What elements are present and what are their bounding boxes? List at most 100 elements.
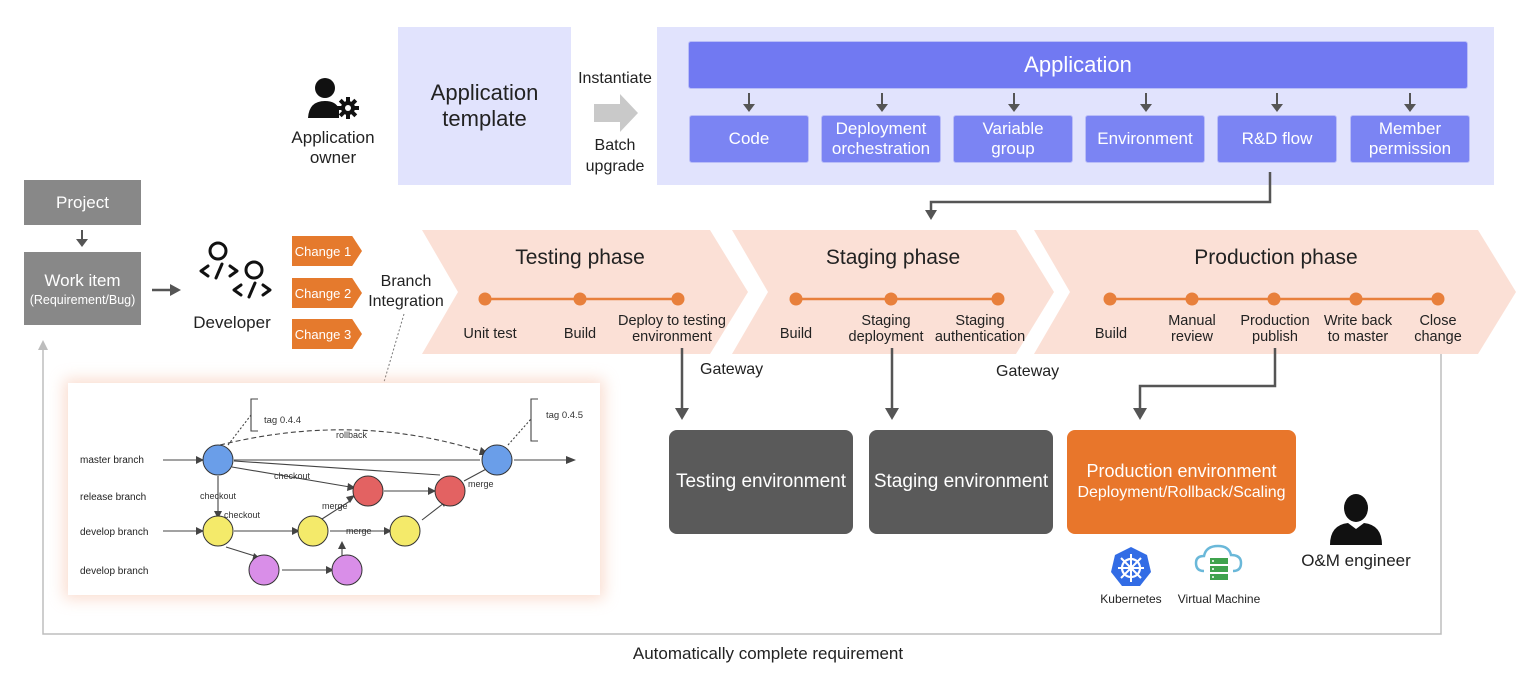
branch-integration-label: Branch Integration bbox=[366, 270, 446, 314]
step-unit-test[interactable]: Unit test bbox=[445, 317, 535, 351]
master-in-arrowhead bbox=[196, 456, 204, 464]
step-deploy-testing[interactable]: Deploy to testing environment bbox=[612, 312, 732, 346]
step-label-line1: Build bbox=[779, 326, 813, 342]
app-item-deployment-orchestration[interactable]: Deployment orchestration bbox=[821, 115, 941, 163]
step-label-line2: publish bbox=[1252, 329, 1298, 345]
work-item-box[interactable]: Work item (Requirement/Bug) bbox=[24, 252, 141, 325]
app-item-rd-flow[interactable]: R&D flow bbox=[1217, 115, 1337, 163]
branch-label-develop-2: develop branch bbox=[80, 566, 148, 577]
batch-line2: upgrade bbox=[585, 158, 645, 175]
step-testing-build[interactable]: Build bbox=[540, 317, 620, 351]
gateway-label-2: Gateway bbox=[996, 363, 1060, 380]
master-arrowhead bbox=[566, 456, 576, 464]
testing-step-dot bbox=[573, 292, 587, 306]
step-production-build[interactable]: Build bbox=[1075, 317, 1147, 351]
app-owner-icon bbox=[306, 76, 362, 122]
production-phase-band bbox=[1034, 230, 1516, 354]
step-label-line2: review bbox=[1171, 329, 1213, 345]
release-commit-node bbox=[352, 475, 384, 507]
step-label-line1: Write back bbox=[1323, 313, 1393, 329]
production-step-dot bbox=[1267, 292, 1281, 306]
staging-phase-title: Staging phase bbox=[825, 246, 961, 269]
branch-label-release: release branch bbox=[80, 492, 146, 503]
change-1-arrow[interactable]: Change 1 bbox=[292, 236, 362, 266]
branch-label-master: master branch bbox=[80, 455, 144, 466]
step-label-line1: Production bbox=[1240, 313, 1310, 329]
step-label-line1: Build bbox=[563, 326, 597, 342]
release-arrowhead bbox=[428, 487, 436, 495]
developer-icon bbox=[194, 240, 274, 304]
checkout-label-3: checkout bbox=[224, 510, 261, 520]
app-item-variable-line2: group bbox=[991, 139, 1035, 158]
app-item-environment-label: Environment bbox=[1097, 129, 1193, 148]
master-commit-node bbox=[202, 444, 234, 476]
change-1-label: Change 1 bbox=[294, 243, 352, 259]
step-write-back-master[interactable]: Write back to master bbox=[1316, 312, 1400, 346]
merge-label-1: merge bbox=[322, 501, 348, 511]
app-item-member-permission[interactable]: Member permission bbox=[1350, 115, 1470, 163]
om-engineer-label: O&M engineer bbox=[1301, 551, 1411, 570]
app-item-deployment-line2: orchestration bbox=[831, 139, 931, 158]
app-item-variable-group[interactable]: Variable group bbox=[953, 115, 1073, 163]
develop-commit-node-3 bbox=[389, 515, 421, 547]
environment-arrows bbox=[675, 348, 1277, 420]
step-label-line1: Deploy to testing bbox=[617, 313, 726, 329]
change-3-arrow[interactable]: Change 3 bbox=[292, 319, 362, 349]
staging-environment-box[interactable]: Staging environment bbox=[869, 430, 1053, 534]
production-environment-box[interactable]: Production environment Deployment/Rollba… bbox=[1067, 430, 1296, 534]
production-step-dot bbox=[1431, 292, 1445, 306]
work-item-title: Work item bbox=[44, 270, 121, 290]
production-phase-title: Production phase bbox=[1194, 246, 1358, 269]
app-item-code[interactable]: Code bbox=[689, 115, 809, 163]
merge-label-3: merge bbox=[468, 479, 494, 489]
checkout-label-2: checkout bbox=[200, 491, 237, 501]
step-label-line1: Close bbox=[1419, 313, 1457, 329]
step-label-line1: Staging bbox=[955, 313, 1005, 329]
change-2-arrow[interactable]: Change 2 bbox=[292, 278, 362, 308]
branch-label-develop: develop branch bbox=[80, 527, 148, 538]
app-item-environment[interactable]: Environment bbox=[1085, 115, 1205, 163]
step-label-line1: Unit test bbox=[463, 326, 517, 342]
step-staging-deployment[interactable]: Staging deployment bbox=[836, 312, 936, 346]
gateway-label-1: Gateway bbox=[700, 361, 764, 378]
application-arrows bbox=[743, 93, 1416, 112]
step-staging-authentication[interactable]: Staging authentication bbox=[928, 312, 1032, 346]
feature-commit-node bbox=[248, 554, 280, 586]
staging-step-dot bbox=[884, 292, 898, 306]
develop-in-arrowhead bbox=[196, 527, 204, 535]
tag-label-044: tag 0.4.4 bbox=[264, 415, 301, 426]
project-arrow bbox=[76, 230, 88, 247]
change-2-label: Change 2 bbox=[294, 285, 352, 301]
branch-line2: Integration bbox=[368, 293, 444, 310]
merge-label-2: merge bbox=[346, 526, 372, 536]
step-close-change[interactable]: Close change bbox=[1402, 312, 1474, 346]
app-owner-label: Application owner bbox=[278, 127, 388, 169]
kubernetes-icon bbox=[1110, 546, 1152, 588]
app-item-deployment-line1: Deployment bbox=[835, 119, 927, 138]
git-branch-panel: master branch release branch develop bra… bbox=[68, 383, 600, 595]
step-staging-build[interactable]: Build bbox=[756, 317, 836, 351]
production-step-dot bbox=[1349, 292, 1363, 306]
template-line1: Application bbox=[430, 80, 539, 105]
step-production-publish[interactable]: Production publish bbox=[1234, 312, 1316, 346]
git-graph: master branch release branch develop bra… bbox=[80, 398, 583, 586]
application-header[interactable]: Application bbox=[688, 41, 1468, 89]
developer-label: Developer bbox=[193, 313, 271, 332]
checkout-down-arrowhead bbox=[214, 511, 222, 519]
app-item-code-label: Code bbox=[728, 129, 770, 148]
project-box[interactable]: Project bbox=[24, 180, 141, 225]
staging-step-dot bbox=[991, 292, 1005, 306]
checkout-label-1: checkout bbox=[274, 471, 311, 481]
develop-commit-node-2 bbox=[297, 515, 329, 547]
step-manual-review[interactable]: Manual review bbox=[1156, 312, 1228, 346]
application-template-box[interactable]: Application template bbox=[398, 27, 571, 185]
release-commit-node-2 bbox=[434, 475, 466, 507]
app-item-variable-line1: Variable bbox=[982, 119, 1044, 138]
production-env-subtitle: Deployment/Rollback/Scaling bbox=[1077, 484, 1286, 501]
testing-environment-box[interactable]: Testing environment bbox=[669, 430, 853, 534]
merge-feature-arrowhead bbox=[338, 541, 346, 549]
feedback-loop bbox=[38, 340, 1442, 635]
step-label-line1: Staging bbox=[861, 313, 911, 329]
om-engineer-icon bbox=[1328, 493, 1384, 545]
app-item-member-line1: Member bbox=[1378, 119, 1442, 138]
